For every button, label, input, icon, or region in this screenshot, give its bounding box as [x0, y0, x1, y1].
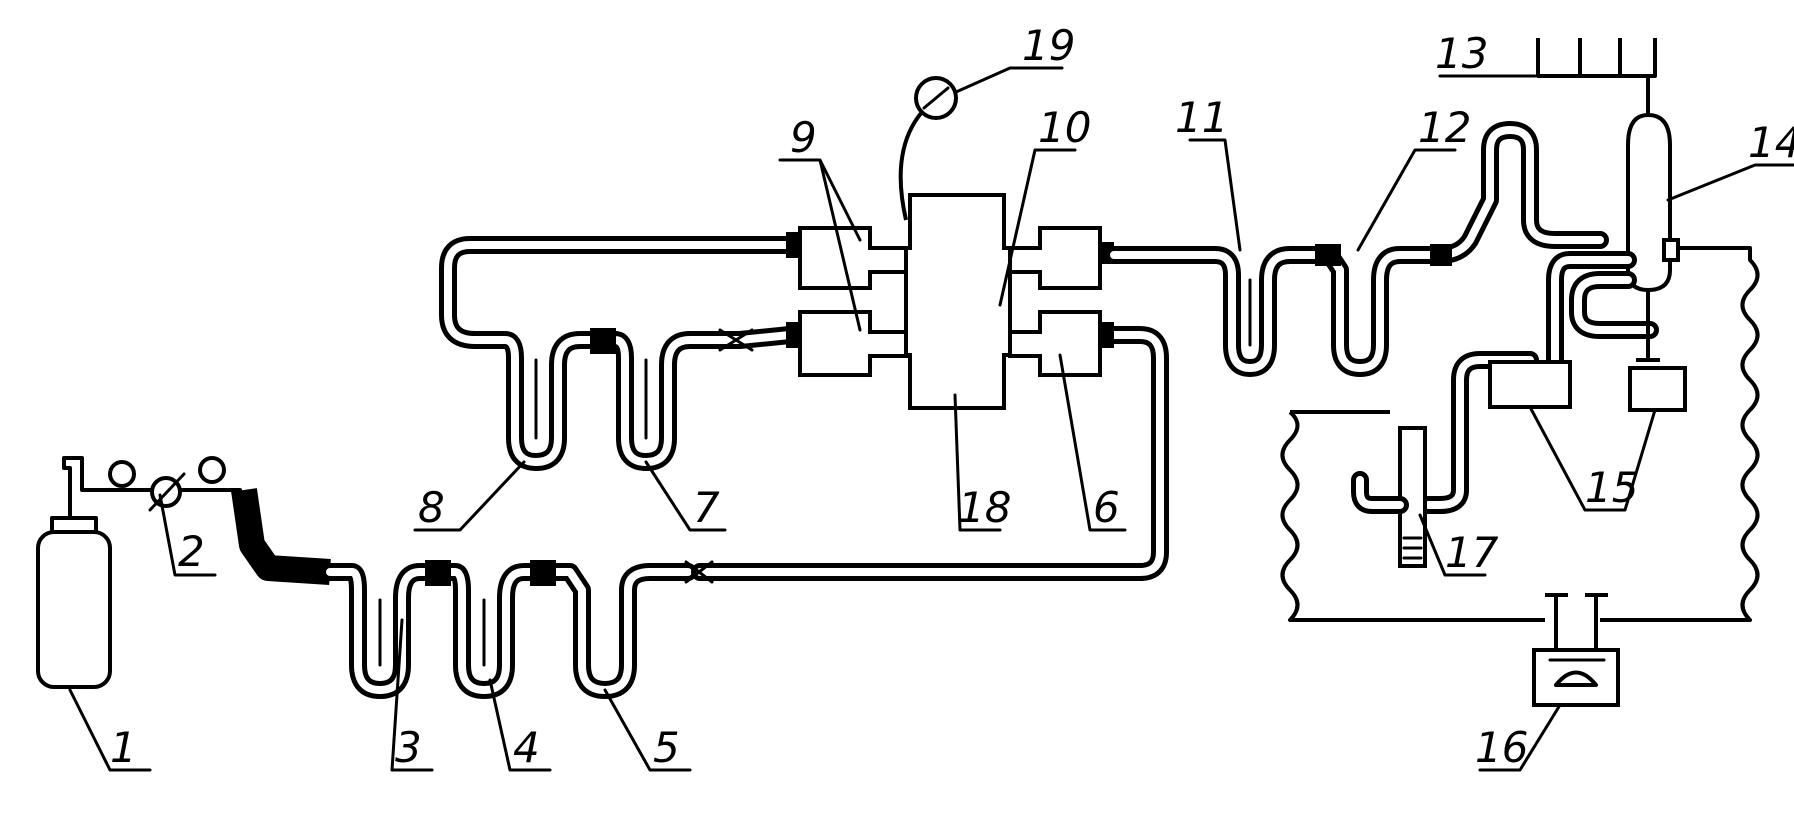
gas-cylinder	[36, 456, 118, 689]
label-12: 12	[1418, 103, 1471, 152]
leader-lines	[68, 66, 1794, 772]
label-13: 13	[1435, 29, 1488, 78]
manometer	[898, 76, 958, 221]
u-tubes-top	[439, 232, 800, 471]
return-tube	[684, 326, 1169, 584]
label-9: 9	[790, 113, 817, 162]
label-8: 8	[418, 483, 445, 532]
label-17: 17	[1445, 528, 1499, 577]
u-tubes-bottom	[321, 560, 697, 699]
label-4: 4	[513, 723, 540, 772]
stirrer	[1532, 593, 1620, 707]
label-3: 3	[395, 723, 422, 772]
label-14: 14	[1748, 118, 1794, 167]
label-10: 10	[1038, 103, 1091, 152]
lower-right-tubes	[1419, 251, 1687, 514]
label-7: 7	[693, 483, 720, 532]
label-18: 18	[958, 483, 1011, 532]
number-labels: 1 2 3 4 5 6 7 8 9 10 11 12 13 14 15 16 1…	[110, 21, 1794, 772]
thermostat-bath	[1280, 246, 1760, 622]
u-tubes-right	[1105, 121, 1609, 377]
label-5: 5	[653, 723, 680, 772]
rubber-hose	[231, 488, 331, 585]
label-15: 15	[1585, 463, 1638, 512]
label-2: 2	[178, 527, 205, 576]
label-19: 19	[1022, 21, 1075, 70]
label-16: 16	[1475, 723, 1528, 772]
label-1: 1	[110, 723, 137, 772]
pressure-reducer	[82, 456, 242, 512]
label-6: 6	[1093, 483, 1120, 532]
central-block	[798, 193, 1114, 410]
label-11: 11	[1175, 93, 1228, 142]
